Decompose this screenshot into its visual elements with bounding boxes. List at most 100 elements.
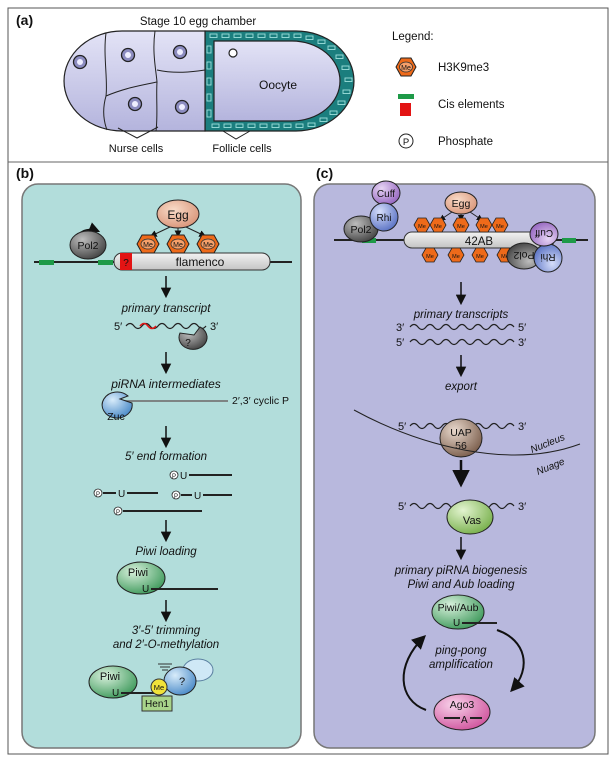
pingpong-label-1: ping-pong <box>434 645 487 657</box>
svg-text:Vas: Vas <box>463 515 482 527</box>
svg-text:Pol2: Pol2 <box>513 249 534 261</box>
piwi-aub-protein <box>431 594 485 630</box>
svg-text:Pol2: Pol2 <box>350 224 371 236</box>
svg-text:5′: 5′ <box>518 322 526 334</box>
svg-text:Egg: Egg <box>167 208 188 222</box>
svg-text:Egg: Egg <box>452 198 471 210</box>
svg-text:A: A <box>461 715 468 726</box>
svg-text:Me: Me <box>452 254 460 260</box>
svg-text:Me: Me <box>143 242 153 249</box>
svg-text:3′: 3′ <box>518 421 526 433</box>
biogenesis-label-1: primary piRNA biogenesis <box>394 565 528 577</box>
svg-text:?: ? <box>185 338 191 349</box>
svg-text:Me: Me <box>457 224 465 230</box>
svg-text:5′: 5′ <box>398 501 406 513</box>
h3k9me3-mark: Me <box>196 234 220 254</box>
svg-text:Me: Me <box>476 254 484 260</box>
methyl-group <box>150 678 168 696</box>
svg-text:Ago3: Ago3 <box>450 699 475 711</box>
svg-text:Rhi: Rhi <box>376 213 391 224</box>
svg-text:Rhi: Rhi <box>540 251 555 262</box>
svg-text:U: U <box>142 584 149 595</box>
legend-h3k9me3-icon: Me <box>395 57 417 77</box>
legend-phosphate-icon: P <box>398 133 414 149</box>
svg-text:Me: Me <box>501 254 509 260</box>
svg-text:P: P <box>96 492 100 498</box>
panel-b: (b) ? flamenco Pol2 Egg Me Me M <box>16 165 302 749</box>
svg-text:P: P <box>172 474 176 480</box>
export-label: export <box>445 381 478 393</box>
h3k9me3-marks-top: Me Me Me Me Me <box>413 217 509 233</box>
svg-text:?: ? <box>123 258 129 269</box>
legend-title: Legend: <box>392 31 434 43</box>
svg-text:P: P <box>403 137 409 148</box>
svg-text:Zuc: Zuc <box>107 411 125 423</box>
svg-text:Cuff: Cuff <box>535 227 553 238</box>
svg-text:U: U <box>453 618 460 629</box>
42ab-label: 42AB <box>465 236 493 248</box>
flamenco-label: flamenco <box>176 255 225 269</box>
svg-text:56: 56 <box>455 440 467 452</box>
pingpong-label-2: amplification <box>429 659 493 671</box>
nuclear-envelope <box>353 409 581 456</box>
rhi-protein <box>369 202 399 232</box>
panel-c-label: (c) <box>316 165 333 181</box>
flamenco-locus <box>113 252 271 271</box>
svg-text:3′: 3′ <box>396 322 404 334</box>
biogenesis-label-2: Piwi and Aub loading <box>408 579 516 591</box>
svg-text:Me: Me <box>173 242 183 249</box>
trimming-label-2: and 2′-O-methylation <box>113 639 219 651</box>
svg-text:5′: 5′ <box>398 421 406 433</box>
legend-phosphate-label: Phosphate <box>438 136 493 148</box>
svg-text:Pol2: Pol2 <box>77 240 98 252</box>
zuc-protein: Zuc <box>101 391 133 423</box>
svg-text:Hen1: Hen1 <box>145 699 169 710</box>
ago3-protein <box>433 693 491 731</box>
svg-text:?: ? <box>179 676 185 688</box>
legend: Legend: Me H3K9me3 Cis elements P Phosph… <box>392 31 505 149</box>
hen1-protein <box>141 695 173 712</box>
svg-text:3′: 3′ <box>518 501 526 513</box>
follicle-cells-label: Follicle cells <box>212 143 272 155</box>
svg-text:U: U <box>112 688 119 699</box>
piwi-protein-2 <box>88 665 138 699</box>
svg-text:Cuff: Cuff <box>377 189 395 200</box>
piwi-protein <box>116 561 166 595</box>
svg-text:5′: 5′ <box>396 337 404 349</box>
pirna-intermediates-label: piRNA intermediates <box>110 377 221 391</box>
follicle-cell-pattern <box>206 33 353 128</box>
trimming-label-1: 3′-5′ trimming <box>132 625 201 637</box>
pol2-protein <box>69 230 107 260</box>
svg-text:U: U <box>180 471 187 482</box>
svg-text:Me: Me <box>401 65 411 72</box>
svg-text:Me: Me <box>418 224 426 230</box>
legend-cis-elements-label: Cis elements <box>438 99 505 111</box>
end-formation-label: 5′ end formation <box>125 451 207 463</box>
svg-text:UAP: UAP <box>450 427 472 439</box>
panel-a-label: (a) <box>16 12 33 28</box>
piwi-loading-label: Piwi loading <box>135 546 197 558</box>
svg-text:Piwi: Piwi <box>128 567 148 579</box>
panel-a: (a) Stage 10 egg chamber Oocyte Nurs <box>16 12 355 155</box>
svg-text:Me: Me <box>496 224 504 230</box>
rhi-cuff-pol2-flipped: Pol2 Rhi Cuff <box>506 221 563 273</box>
cis-element-red <box>120 253 132 270</box>
svg-text:Me: Me <box>154 683 164 692</box>
h3k9me3-marks-bottom: Me Me Me Me <box>421 247 514 263</box>
panel-c: (c) 42AB Pol2 Cuff Rhi Egg Me Me Me Me M… <box>313 165 596 749</box>
svg-text:Me: Me <box>480 224 488 230</box>
egg-chamber: Oocyte <box>63 30 355 132</box>
pingpong-arrow-left <box>402 635 427 711</box>
h3k9me3-mark: Me <box>136 234 160 254</box>
nurse-cells-label: Nurse cells <box>109 143 164 155</box>
svg-text:Piwi: Piwi <box>100 671 120 683</box>
svg-text:U: U <box>118 489 125 500</box>
svg-text:3′: 3′ <box>210 321 218 333</box>
pingpong-arrow-right <box>496 629 525 693</box>
svg-text:U: U <box>194 491 201 502</box>
unknown-nuclease: ? <box>178 326 208 350</box>
cyclic-phosphate-label: 2′,3′ cyclic P <box>232 395 289 407</box>
h3k9me3-mark: Me <box>166 234 190 254</box>
svg-text:Me: Me <box>426 254 434 260</box>
svg-text:P: P <box>174 494 178 500</box>
